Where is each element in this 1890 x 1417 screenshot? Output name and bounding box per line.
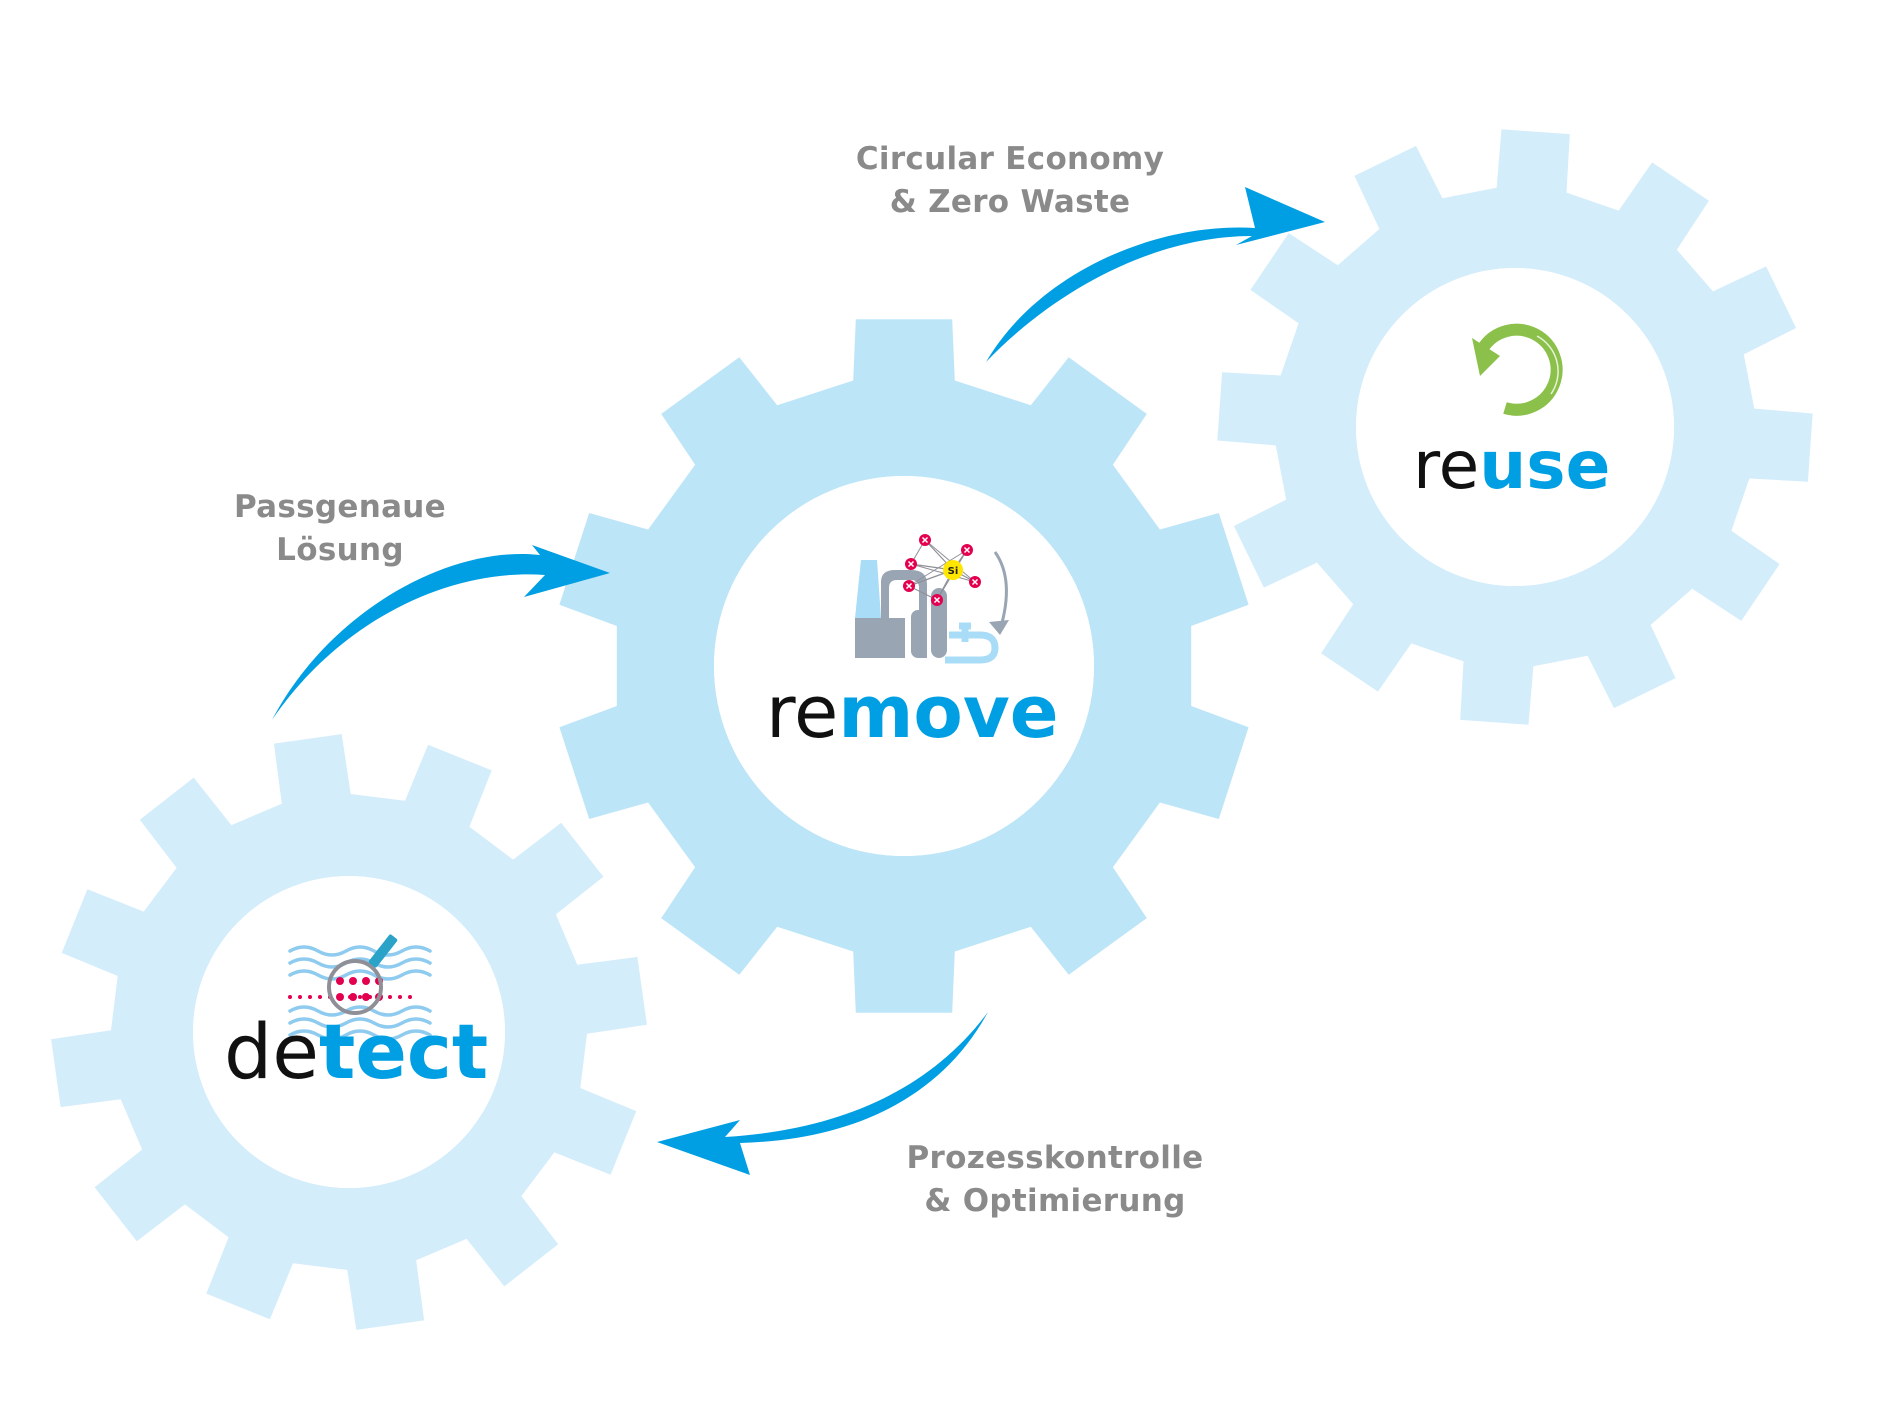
caption-remove-to-detect: Prozesskontrolle & Optimierung xyxy=(890,1137,1220,1223)
caption-line: Prozesskontrolle xyxy=(906,1140,1204,1176)
silicon-label: Si xyxy=(948,566,959,577)
gear-reuse-center xyxy=(1356,268,1674,586)
detect-logo-suffix: tect xyxy=(319,1007,489,1096)
x-mark-icon xyxy=(933,596,941,604)
particle-dot xyxy=(349,977,357,985)
reuse-logo-suffix: use xyxy=(1479,427,1611,504)
magnifier-water-icon xyxy=(288,934,432,1041)
caption-line: & Optimierung xyxy=(924,1183,1186,1219)
x-mark-icon xyxy=(921,536,929,544)
particle-dot xyxy=(288,995,292,999)
caption-line: Passgenaue xyxy=(233,489,446,525)
detect-logo-prefix: de xyxy=(224,1007,319,1096)
arrow-remove-to-reuse xyxy=(986,187,1325,362)
x-mark-icon xyxy=(963,546,971,554)
caption-line: & Zero Waste xyxy=(889,184,1131,220)
particle-dot xyxy=(336,993,344,1001)
gear-reuse xyxy=(1217,129,1813,725)
particle-dot xyxy=(336,977,344,985)
arrow-detect-to-remove xyxy=(272,545,610,720)
particle-dot xyxy=(388,995,392,999)
caption-remove-to-reuse: Circular Economy & Zero Waste xyxy=(840,138,1180,224)
recycle-icon xyxy=(1472,323,1563,416)
particle-dot xyxy=(362,993,370,1001)
factory-filter-icon: Si xyxy=(855,534,1009,664)
x-mark-icon xyxy=(907,560,915,568)
particle-dot xyxy=(308,995,312,999)
x-mark-icon xyxy=(905,582,913,590)
particle-dot xyxy=(398,995,402,999)
molecule-bond xyxy=(908,549,968,587)
x-mark-icon xyxy=(971,578,979,586)
gear-detect xyxy=(51,734,647,1330)
particle-dot xyxy=(358,995,362,999)
detect-logo: detect xyxy=(224,1007,488,1096)
reuse-logo-prefix: re xyxy=(1413,427,1480,504)
particle-dot xyxy=(318,995,322,999)
remove-logo: remove xyxy=(766,670,1059,754)
gear-remove xyxy=(559,319,1249,1013)
particle-dot xyxy=(298,995,302,999)
reuse-logo: reuse xyxy=(1413,427,1610,504)
remove-logo-suffix: move xyxy=(838,670,1059,754)
particle-dot xyxy=(408,995,412,999)
silicon-node xyxy=(943,560,963,580)
caption-line: Circular Economy xyxy=(855,141,1165,177)
particle-dot xyxy=(362,977,370,985)
remove-logo-prefix: re xyxy=(766,670,839,754)
particle-dot xyxy=(349,993,357,1001)
molecule-bond xyxy=(910,563,976,583)
gear-remove-center xyxy=(714,476,1094,856)
caption-line: Lösung xyxy=(276,532,404,568)
caption-detect-to-remove: Passgenaue Lösung xyxy=(220,486,460,572)
